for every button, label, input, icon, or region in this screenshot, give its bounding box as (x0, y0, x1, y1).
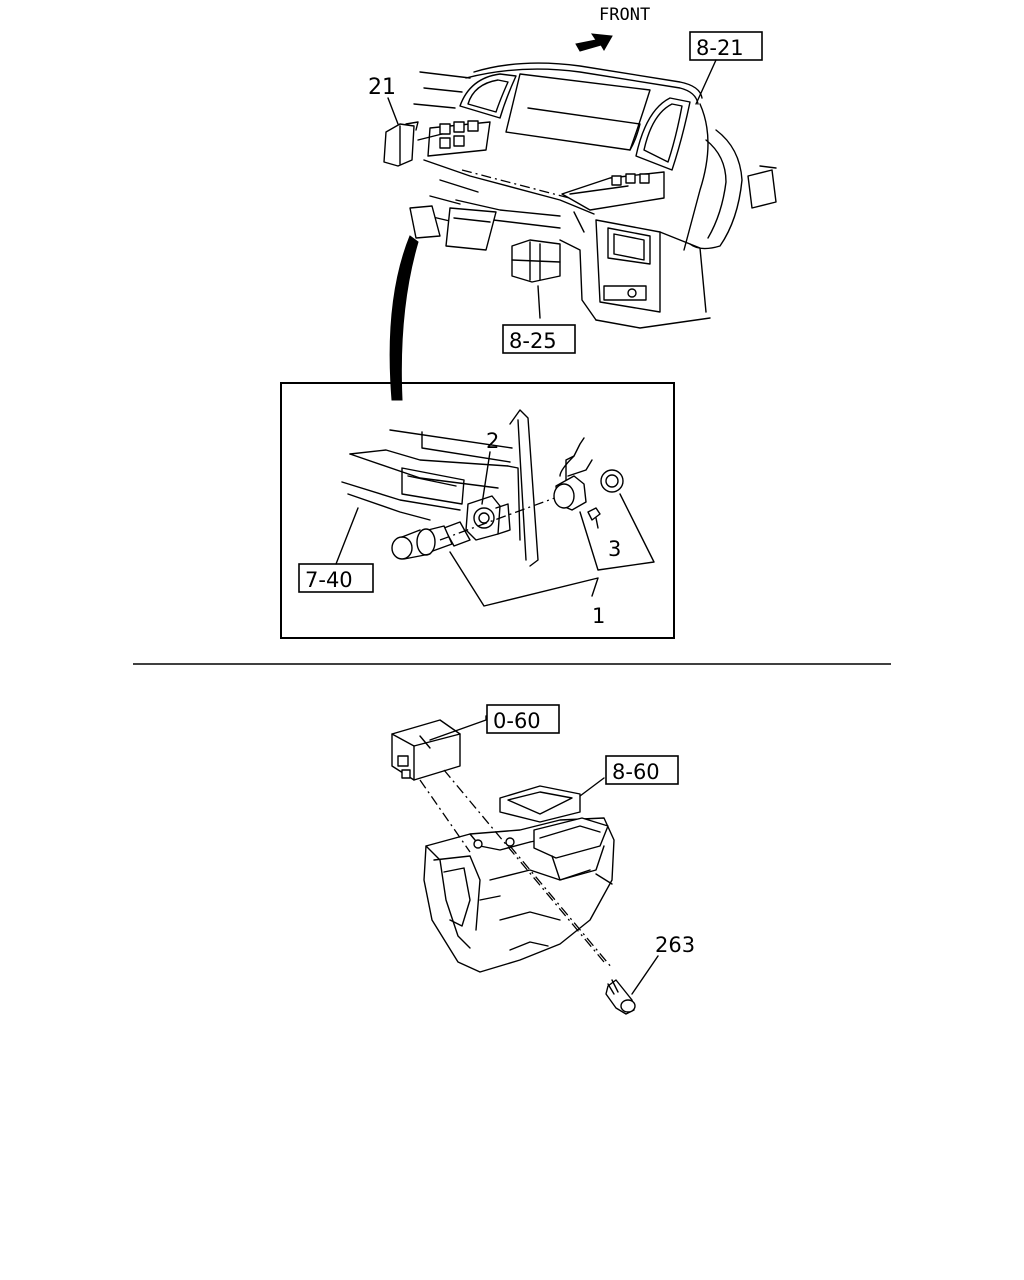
part-2-label: 2 (486, 429, 499, 453)
part-3-label: 3 (608, 537, 621, 561)
hvac-unit-illustration: 0-60 8-60 263 (391, 704, 695, 1015)
ref-8-60: 8-60 (612, 760, 660, 784)
part-21-label: 21 (368, 75, 396, 100)
detail-box: 2 3 1 7-40 (280, 382, 675, 639)
part-1-label: 1 (592, 604, 605, 628)
dashboard-illustration: FRONT 21 (368, 5, 777, 401)
front-label: FRONT (599, 5, 650, 25)
part-263-label: 263 (655, 933, 695, 957)
front-arrow-icon (575, 33, 613, 52)
detail-pointer (389, 235, 419, 401)
ref-8-25: 8-25 (509, 329, 557, 353)
ref-7-40: 7-40 (305, 568, 353, 592)
ref-0-60: 0-60 (493, 709, 541, 733)
ref-8-21: 8-21 (696, 36, 744, 60)
